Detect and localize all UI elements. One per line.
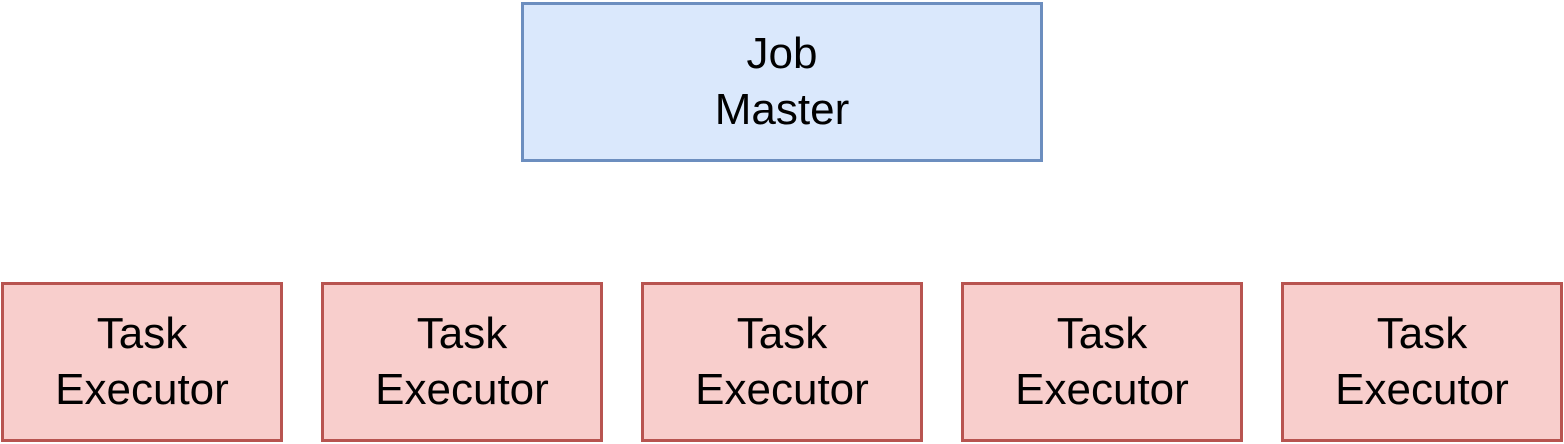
task-executor-3-label-line1: Task [736, 309, 828, 358]
task-executor-4-label-line2: Executor [1015, 365, 1189, 414]
task-executor-1-label-line1: Task [96, 309, 188, 358]
job-master-box: Job Master [521, 2, 1043, 162]
task-executor-5-label-line2: Executor [1335, 365, 1509, 414]
task-executor-box-4: Task Executor [961, 282, 1243, 442]
job-master-label-line2: Master [714, 85, 850, 134]
task-executor-4-label-line1: Task [1056, 309, 1148, 358]
task-executor-box-2: Task Executor [321, 282, 603, 442]
job-master-label-line1: Job [746, 29, 818, 78]
task-executor-box-1: Task Executor [1, 282, 283, 442]
task-executor-3-label-line2: Executor [695, 365, 869, 414]
task-executor-1-label-line2: Executor [55, 365, 229, 414]
task-executor-2-label-line2: Executor [375, 365, 549, 414]
task-executor-5-label-line1: Task [1376, 309, 1468, 358]
task-executor-box-3: Task Executor [641, 282, 923, 442]
task-executor-box-5: Task Executor [1281, 282, 1563, 442]
task-executor-2-label-line1: Task [416, 309, 508, 358]
